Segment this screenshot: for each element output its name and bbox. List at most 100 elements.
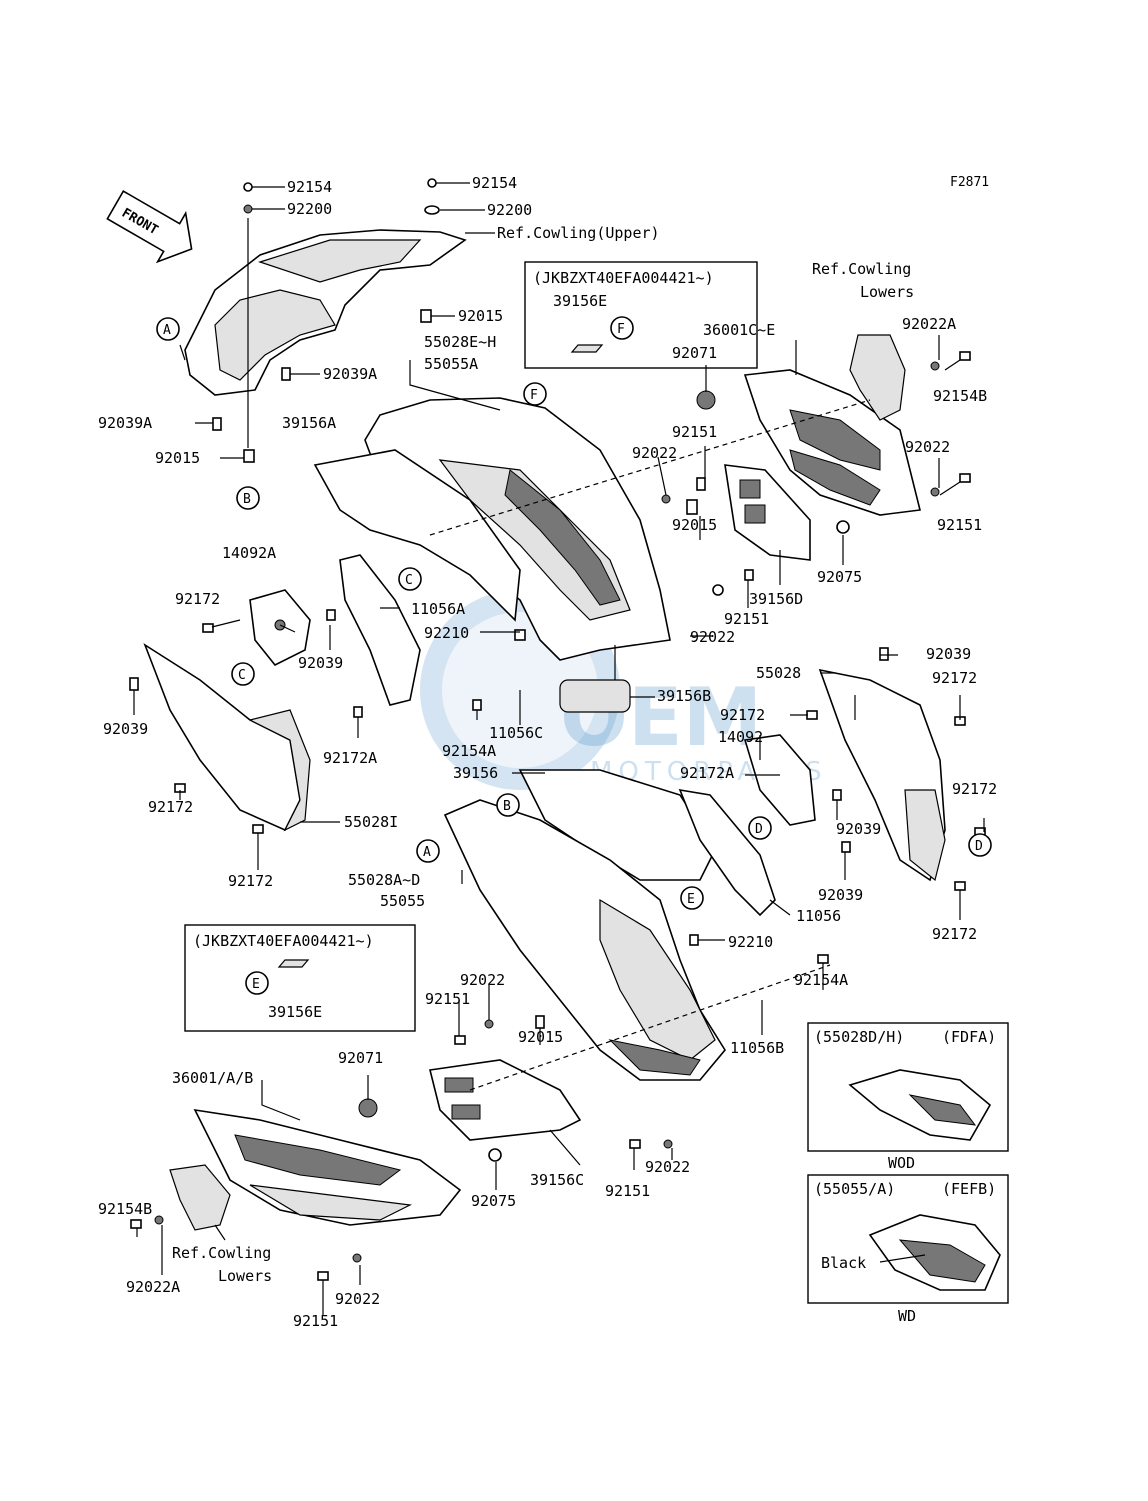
label-ref-cowling-lowers-l1: Ref.Cowling [172,1244,271,1262]
label-92039-c: 92039 [926,645,971,663]
label-92151-c: 92151 [724,610,769,628]
vin-box-top-part: 39156E [553,292,607,310]
label-92015-b: 92015 [155,449,200,467]
label-92039-d: 92039 [836,820,881,838]
label-92039-a: 92039 [298,654,343,672]
label-14092a: 14092A [222,544,276,562]
label-92200-top-mid: 92200 [487,201,532,219]
ref-cowling-lowers-right-shape [849,334,906,421]
label-92154a-a: 92154A [442,742,496,760]
label-92172-f: 92172 [952,780,997,798]
label-92039a-b: 92039A [98,414,152,432]
label-92039a-a: 92039A [323,365,377,383]
label-55028: 55028 [756,664,801,682]
label-92154a-b: 92154A [794,971,848,989]
label-55055: 55055 [380,892,425,910]
variant-box-1: (55028D/H) (FDFA) WOD [807,1022,1009,1172]
panel-39156a-shape [313,449,521,622]
front-arrow-icon: FRONT [106,190,193,264]
label-92172-g: 92172 [932,925,977,943]
panel-39156c-shape [429,1059,582,1141]
label-ref-cowling-lowers-l2: Lowers [218,1267,272,1285]
label-92151-a: 92151 [672,423,717,441]
label-55028i: 55028I [344,813,398,831]
label-11056a: 11056A [411,600,465,618]
label-92151-f: 92151 [293,1312,338,1330]
variant-box-2-caption: WD [898,1307,916,1325]
label-11056c: 11056C [489,724,543,742]
label-39156b: 39156B [657,687,711,705]
label-ref-cowling-lowers-r1: Ref.Cowling [812,260,911,278]
label-11056: 11056 [796,907,841,925]
label-39156d: 39156D [749,590,803,608]
label-92022a-a: 92022A [902,315,956,333]
panel-39156d-shape [724,464,811,561]
plate-11056-shape [678,788,776,917]
variant-box-2-parts: (55055/A) [814,1180,895,1198]
vin-box-top-title: (JKBZXT40EFA004421~) [533,269,714,287]
bracket-14092a-shape [249,589,311,667]
side-panel-55028i-shape [143,643,311,832]
callout-circles: A B F C C B A E D D [156,317,992,910]
callout-f-main: F [530,388,538,403]
leader-lines [133,182,985,1315]
label-92022-e: 92022 [645,1158,690,1176]
callout-e-main: E [687,892,695,907]
label-92075-b: 92075 [471,1192,516,1210]
label-92154b-a: 92154B [933,387,987,405]
lower-cowling-36001ce-shape [743,369,921,516]
vin-box-bottom: (JKBZXT40EFA004421~) E 39156E [184,924,416,1032]
callout-b-top: B [243,492,251,507]
plate-11056a-shape [339,554,421,706]
vin-box-bottom-title: (JKBZXT40EFA004421~) [193,932,374,950]
label-39156c: 39156C [530,1171,584,1189]
callout-a-top: A [163,323,171,338]
label-92022-d: 92022 [460,971,505,989]
vin-box-top: (JKBZXT40EFA004421~) 39156E F [524,261,758,369]
label-92022-a: 92022 [632,444,677,462]
label-92075-a: 92075 [817,568,862,586]
vin-box-bottom-part: 39156E [268,1003,322,1021]
vin-box-bottom-callout: E [252,977,260,992]
label-92172-c: 92172 [228,872,273,890]
label-92151-d: 92151 [425,990,470,1008]
callout-c-right: C [405,573,413,588]
upper-fairing-shape [184,229,467,396]
lower-cowling-55028ad-shape [443,799,726,1081]
label-92151-e: 92151 [605,1182,650,1200]
figure-code: F2871 [950,175,989,190]
label-92151-b: 92151 [937,516,982,534]
label-92022a-b: 92022A [126,1278,180,1296]
lower-cowling-36001ab-shape [193,1108,462,1226]
variant-box-2: (55055/A) (FEFB) Black WD [807,1174,1009,1325]
label-11056b: 11056B [730,1039,784,1057]
label-92172a-a: 92172A [323,749,377,767]
label-36001-a-b: 36001/A/B [172,1069,253,1087]
label-92172-d: 92172 [932,669,977,687]
ref-cowling-lowers-left-shape [169,1164,231,1231]
label-92022-c: 92022 [690,628,735,646]
pad-39156b-shape [559,679,631,713]
label-55028a-d: 55028A~D [348,871,420,889]
label-92015-a: 92015 [458,307,503,325]
callout-b-lower: B [503,799,511,814]
panel-39156-shape [518,769,716,881]
label-55055a: 55055A [424,355,478,373]
label-92172a-b: 92172A [680,764,734,782]
label-39156a: 39156A [282,414,336,432]
variant-box-2-note: Black [821,1254,866,1272]
callout-a-lower: A [423,845,431,860]
label-14092: 14092 [718,728,763,746]
label-92071-b: 92071 [338,1049,383,1067]
label-92172-e: 92172 [720,706,765,724]
variant-box-1-color-code: (FDFA) [942,1028,996,1046]
label-92210-b: 92210 [728,933,773,951]
variant-box-1-caption: WOD [888,1154,915,1172]
side-panel-55028-shape [818,668,946,882]
label-55028e-h: 55028E~H [424,333,496,351]
part-labels: 92154 92200 92154 92200 Ref.Cowling(Uppe… [98,174,997,1330]
label-92210-a: 92210 [424,624,469,642]
label-92039-e: 92039 [818,886,863,904]
label-92172-a: 92172 [175,590,220,608]
label-92154-top-mid: 92154 [472,174,517,192]
